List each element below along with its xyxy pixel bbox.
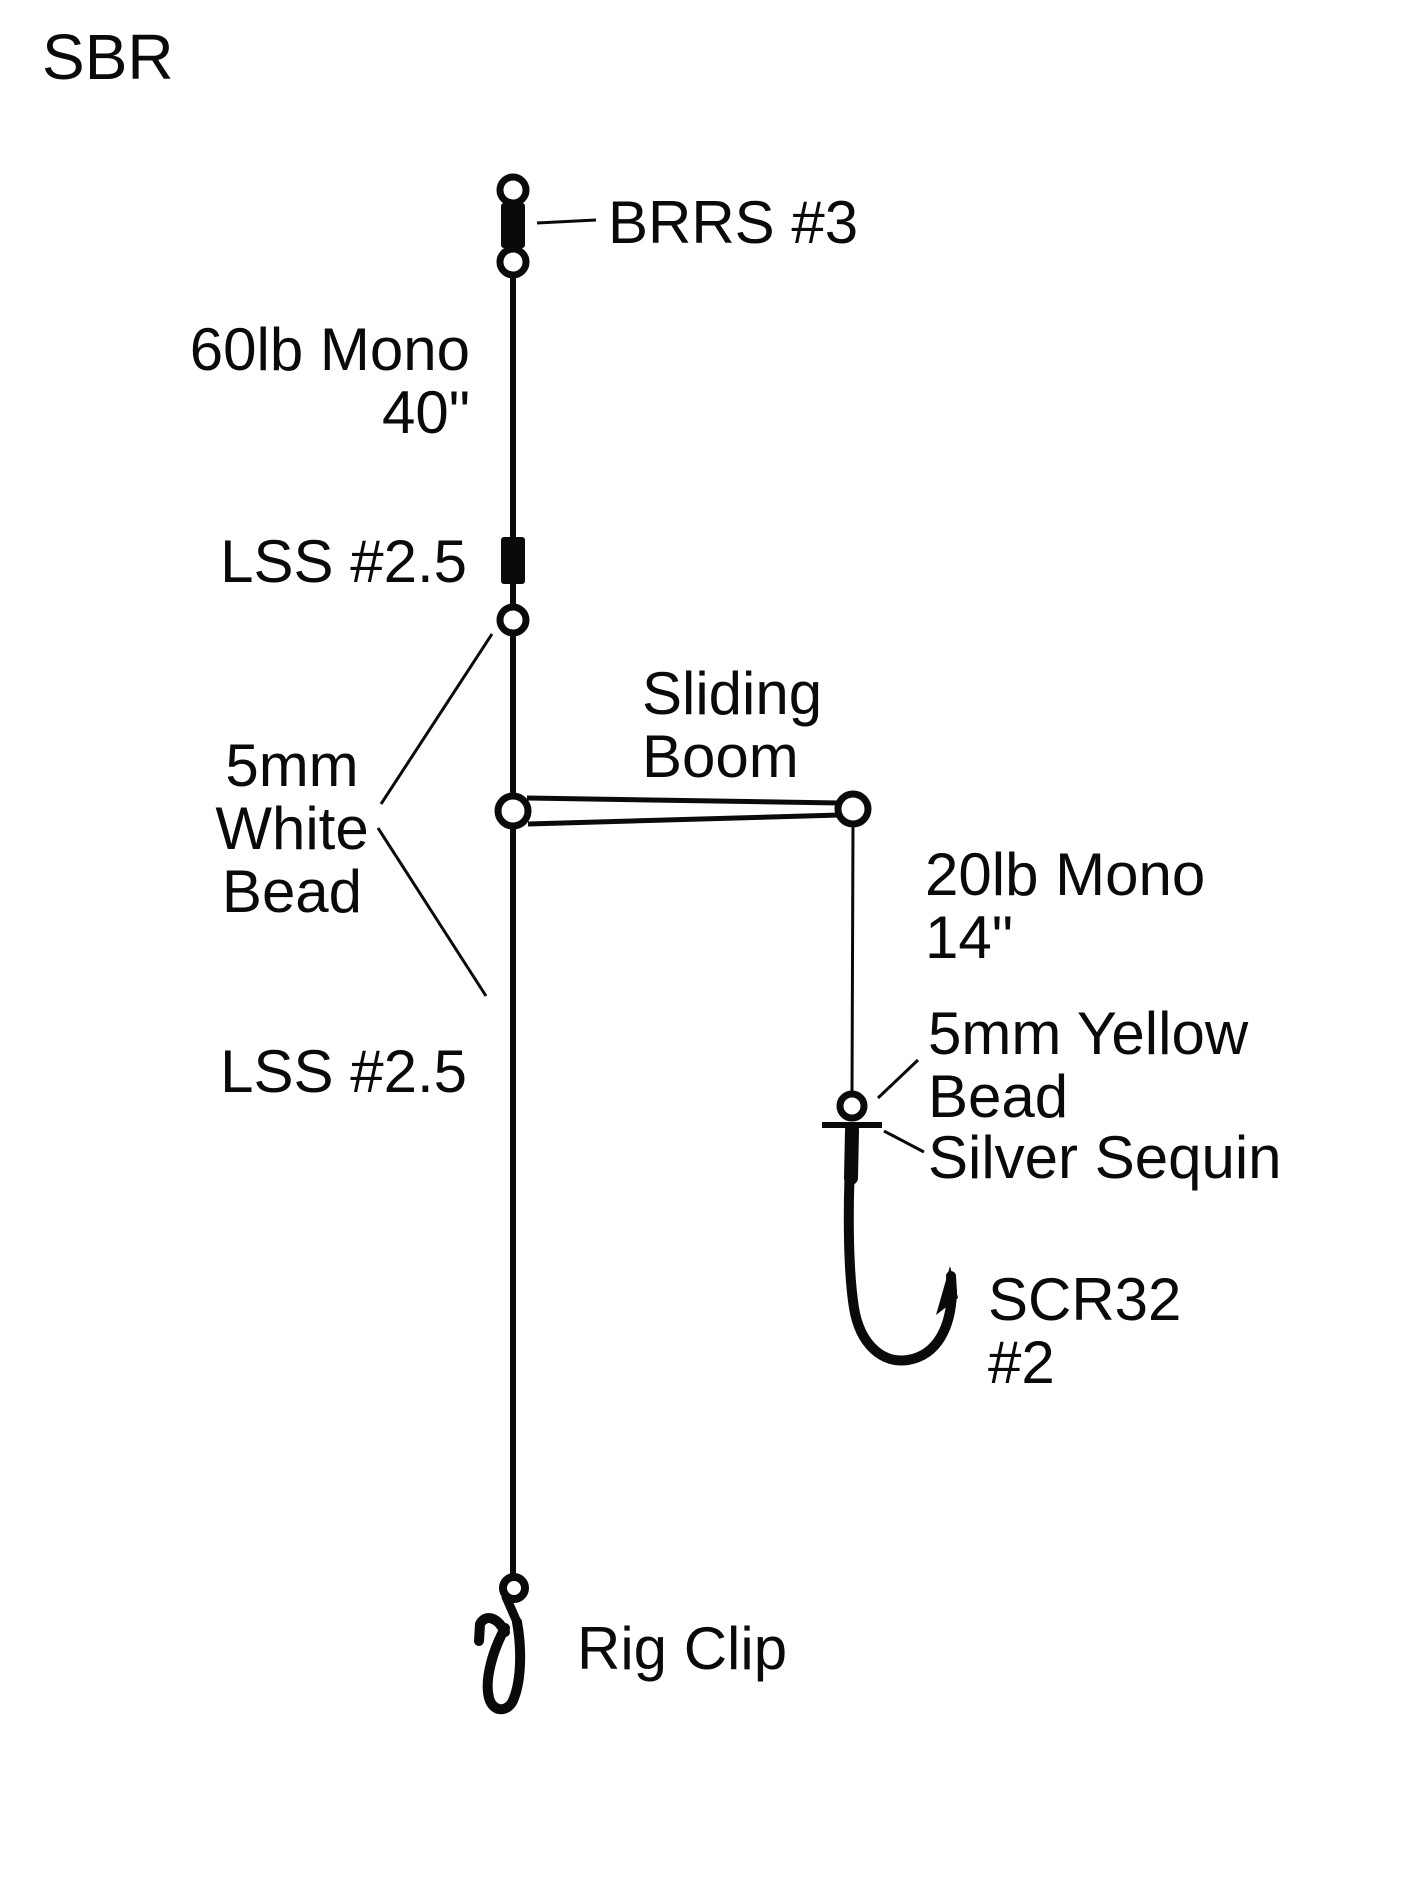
hook-label: SCR32 #2 xyxy=(988,1266,1182,1396)
boom-label: Sliding Boom xyxy=(642,660,823,790)
top-swivel-label: BRRS #3 xyxy=(608,189,859,256)
sliding-boom-icon xyxy=(494,790,872,830)
pointer-line-white-bead-lower xyxy=(376,827,488,997)
link-swivel-upper-icon xyxy=(501,537,525,584)
snood-mono-line xyxy=(850,823,855,1096)
snood-line-label: 20lb Mono 14" xyxy=(925,841,1206,971)
main-line-label: 60lb Mono 40" xyxy=(189,316,470,446)
white-bead-upper-icon xyxy=(496,603,530,637)
rig-clip-label: Rig Clip xyxy=(577,1615,788,1682)
upper-link-swivel-label: LSS #2.5 xyxy=(220,528,467,595)
barrel-swivel-icon xyxy=(496,173,530,279)
hook-icon xyxy=(843,1123,958,1366)
yellow-bead-icon xyxy=(836,1090,868,1122)
pointer-line-white-bead-upper xyxy=(379,633,494,805)
white-bead-label: 5mm White Bead xyxy=(215,732,369,925)
pointer-line-brrs xyxy=(536,218,597,225)
sequin-label: Silver Sequin xyxy=(928,1124,1282,1191)
page-title: SBR xyxy=(42,21,174,93)
lower-link-swivel-label: LSS #2.5 xyxy=(220,1038,467,1105)
yellow-bead-label: 5mm Yellow Bead xyxy=(928,1000,1249,1130)
rig-clip-icon xyxy=(474,1573,529,1715)
pointer-line-yellow-bead xyxy=(876,1058,920,1100)
pointer-line-sequin xyxy=(883,1129,925,1154)
